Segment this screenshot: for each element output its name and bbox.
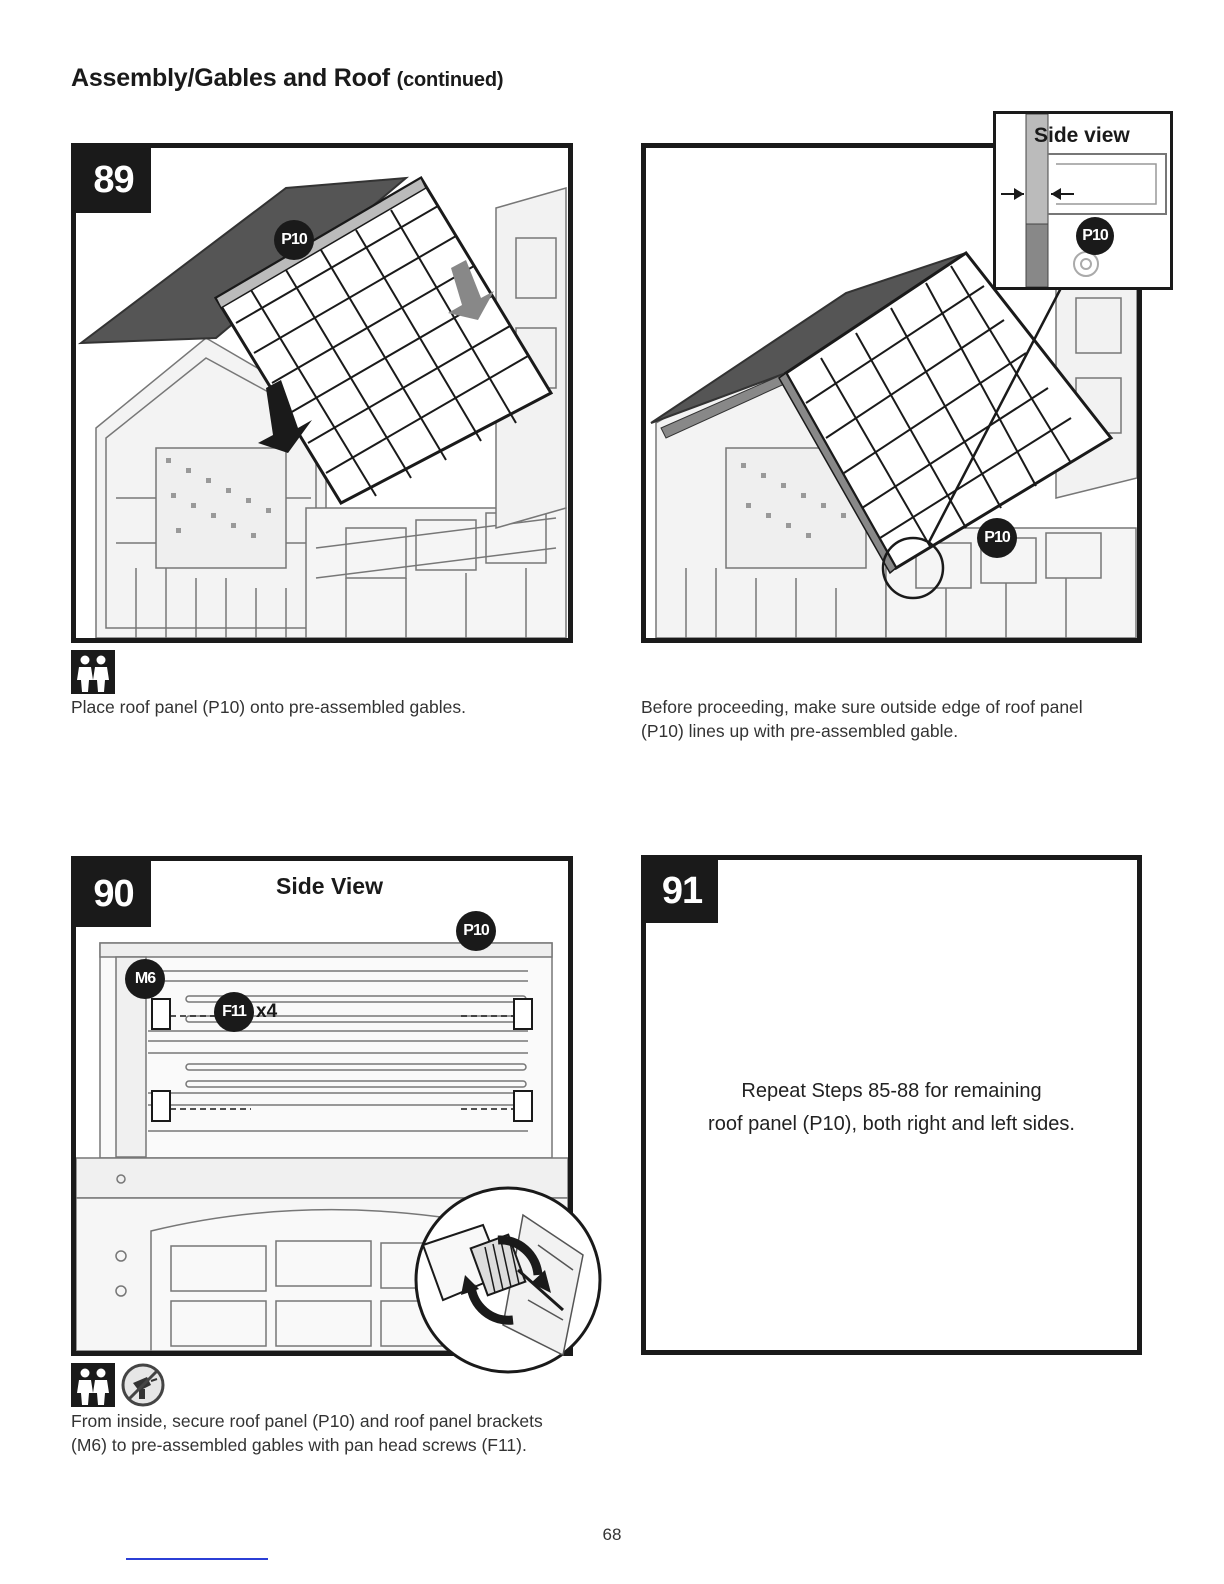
step-90-heading: Side View — [276, 873, 383, 899]
step-90-panel: 90 — [71, 856, 573, 1356]
page-number: 68 — [602, 1525, 622, 1544]
step-91-line-2: roof panel (P10), both right and left si… — [708, 1113, 1075, 1135]
power-drill-icon — [121, 1363, 165, 1407]
step-89-illustration — [77, 175, 567, 638]
step-90-number: 90 — [76, 861, 151, 927]
step-91-line-1: Repeat Steps 85-88 for remaining — [741, 1080, 1042, 1102]
page-title-main: Assembly/Gables and Roof — [71, 64, 390, 92]
alignment-caption: Before proceeding, make sure outside edg… — [641, 697, 1083, 741]
page-title-suffix: (continued) — [396, 69, 504, 91]
step-89-panel: 89 — [71, 143, 573, 643]
step-89-number: 89 — [76, 148, 151, 213]
two-person-icon — [71, 1363, 115, 1407]
two-person-icon — [71, 650, 115, 694]
footer-link-underline — [126, 1558, 268, 1560]
step-90-p10-badge: P10 — [456, 911, 496, 951]
step-91-number: 91 — [646, 860, 718, 923]
step-91-panel: 91 Repeat Steps 85-88 for remaining roof… — [641, 855, 1142, 1355]
step-89-part-badge: P10 — [274, 220, 314, 260]
step-90-caption: From inside, secure roof panel (P10) and… — [71, 1411, 543, 1455]
drill-detail-circle — [414, 1186, 602, 1374]
step-90-f11-badge: F11 — [214, 992, 254, 1032]
page-title: Assembly/Gables and Roof (continued) — [71, 64, 504, 93]
side-view-inset-drawing — [1001, 114, 1167, 287]
side-view-part-badge: P10 — [1076, 217, 1114, 255]
step-90-m6-badge: M6 — [125, 959, 165, 999]
step-89-caption: Place roof panel (P10) onto pre-assemble… — [71, 697, 466, 717]
step-90-quantity: x4 — [256, 1001, 278, 1022]
side-view-inset: Side view P10 — [993, 111, 1173, 290]
alignment-part-badge: P10 — [977, 518, 1017, 558]
side-view-label: Side view — [1034, 124, 1130, 147]
step-alignment-panel: P10 — [641, 143, 1142, 643]
